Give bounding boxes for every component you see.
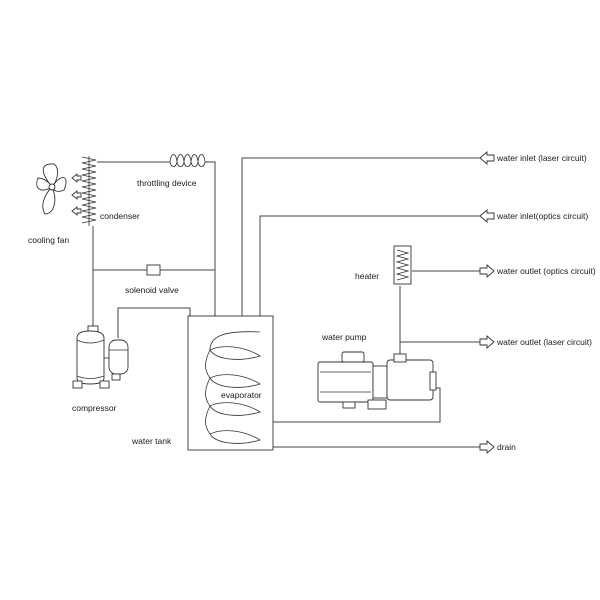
cooling-fan-icon: [36, 163, 67, 215]
drain-label: drain: [497, 442, 516, 452]
condenser-coil: [81, 156, 97, 226]
water-pump-label: water pump: [321, 332, 367, 342]
water-piping: [241, 157, 480, 448]
water-inlet-laser-label: water inlet (laser circuit): [496, 153, 587, 163]
solenoid-valve-icon: [146, 264, 161, 276]
airflow-arrows: [71, 173, 82, 216]
water-inlet-optics-label: water inlet(optics circuit): [496, 211, 588, 221]
heater-label: heater: [355, 271, 379, 281]
evaporator-coil: [205, 331, 261, 444]
compressor-label: compressor: [72, 403, 117, 413]
water-outlet-optics-arrow: [479, 264, 495, 278]
condenser-label: condenser: [100, 211, 140, 221]
water-inlet-laser-arrow: [479, 151, 495, 165]
evaporator-label: evaporator: [221, 390, 262, 400]
water-pump-icon: [317, 351, 437, 410]
solenoid-valve-label: solenoid valve: [125, 285, 179, 295]
refrigerant-piping: [92, 161, 216, 338]
water-tank-label: water tank: [131, 436, 172, 446]
heater-icon: [393, 245, 412, 285]
throttling-device-coil: [169, 154, 206, 167]
water-outlet-optics-label: water outlet (optics circuit): [496, 266, 596, 276]
water-outlet-laser-arrow: [479, 335, 495, 349]
drain-arrow: [479, 440, 495, 454]
throttling-device-label: throttling device: [137, 178, 197, 188]
cooling-fan-label: cooling fan: [28, 235, 69, 245]
water-tank-icon: [187, 315, 274, 451]
water-outlet-laser-label: water outlet (laser circuit): [496, 337, 592, 347]
water-inlet-optics-arrow: [479, 209, 495, 223]
compressor-icon: [72, 325, 129, 389]
